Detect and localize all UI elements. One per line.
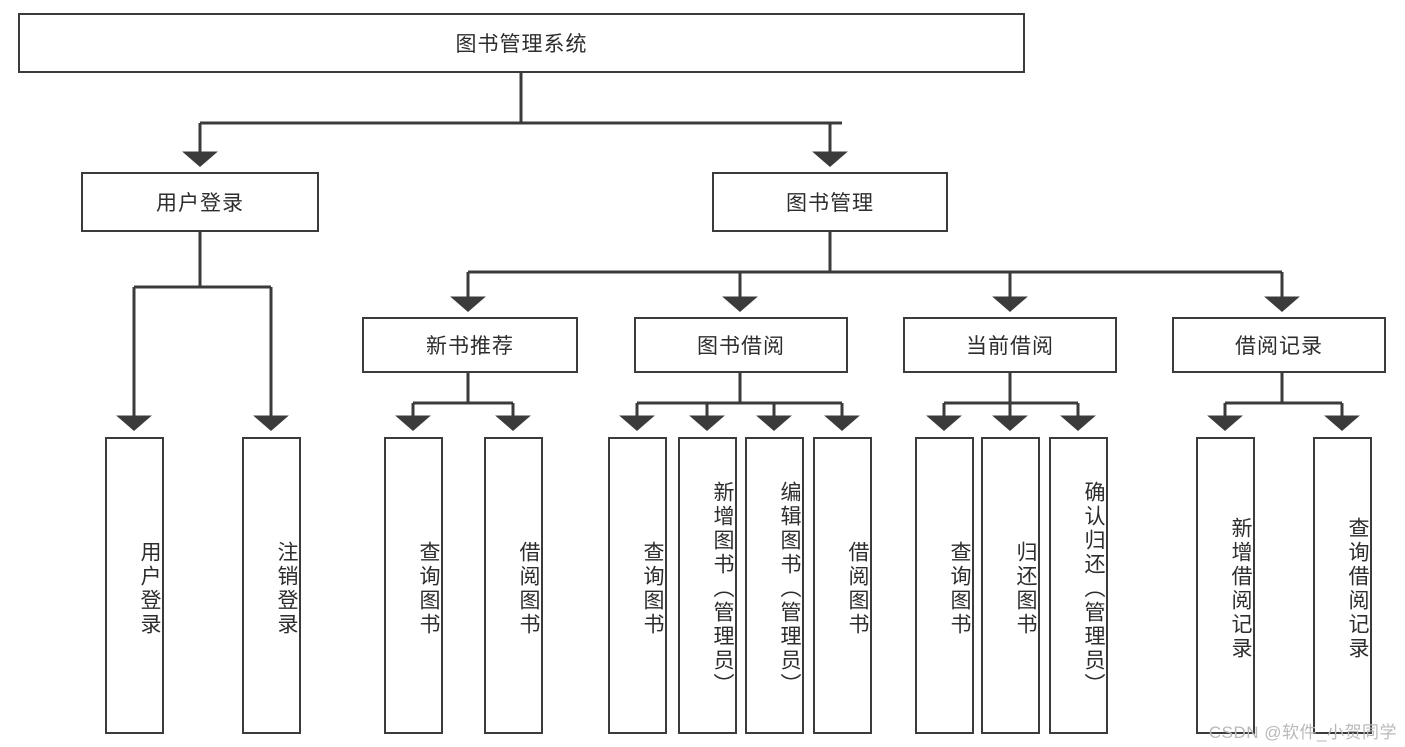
- leaf-query-book-label: 查询图书: [641, 540, 664, 637]
- leaf-query-borrow-record[interactable]: 查询借阅记录: [1313, 437, 1372, 734]
- node-borrow-records[interactable]: 借阅记录: [1172, 317, 1386, 373]
- leaf-user-login[interactable]: 用户登录: [105, 437, 164, 734]
- node-current-borrow-label: 当前借阅: [966, 335, 1054, 358]
- leaf-query-book[interactable]: 查询图书: [608, 437, 667, 734]
- leaf-logout[interactable]: 注销登录: [242, 437, 301, 734]
- node-current-borrow[interactable]: 当前借阅: [903, 317, 1117, 373]
- leaf-query-book-recommend-label: 查询图书: [417, 540, 440, 637]
- leaf-add-book-admin[interactable]: 新增图书（管理员）: [678, 437, 737, 734]
- leaf-query-book-current[interactable]: 查询图书: [915, 437, 974, 734]
- leaf-add-book-admin-label: 新增图书（管理员）: [711, 480, 734, 697]
- node-new-book-recommend-label: 新书推荐: [426, 335, 514, 358]
- leaf-logout-label: 注销登录: [275, 540, 298, 637]
- node-book-borrow[interactable]: 图书借阅: [634, 317, 848, 373]
- leaf-query-book-recommend[interactable]: 查询图书: [384, 437, 443, 734]
- leaf-borrow-book-label: 借阅图书: [846, 540, 869, 637]
- leaf-edit-book-admin-label: 编辑图书（管理员）: [778, 480, 801, 697]
- node-borrow-records-label: 借阅记录: [1235, 335, 1323, 358]
- leaf-edit-book-admin[interactable]: 编辑图书（管理员）: [745, 437, 804, 734]
- node-root[interactable]: 图书管理系统: [18, 13, 1025, 73]
- leaf-query-borrow-record-label: 查询借阅记录: [1346, 516, 1369, 661]
- leaf-return-book-label: 归还图书: [1014, 540, 1037, 637]
- leaf-confirm-return-admin-label: 确认归还（管理员）: [1082, 480, 1105, 697]
- leaf-user-login-label: 用户登录: [138, 540, 161, 637]
- leaf-add-borrow-record[interactable]: 新增借阅记录: [1196, 437, 1255, 734]
- leaf-borrow-book[interactable]: 借阅图书: [813, 437, 872, 734]
- node-book-borrow-label: 图书借阅: [697, 335, 785, 358]
- node-book-management[interactable]: 图书管理: [712, 172, 948, 232]
- leaf-borrow-book-recommend-label: 借阅图书: [517, 540, 540, 637]
- leaf-confirm-return-admin[interactable]: 确认归还（管理员）: [1049, 437, 1108, 734]
- leaf-add-borrow-record-label: 新增借阅记录: [1229, 516, 1252, 661]
- node-book-management-label: 图书管理: [786, 192, 874, 215]
- node-user-login[interactable]: 用户登录: [81, 172, 319, 232]
- watermark: CSDN @软件_小贺同学: [1208, 723, 1397, 742]
- leaf-query-book-current-label: 查询图书: [948, 540, 971, 637]
- node-user-login-label: 用户登录: [156, 192, 244, 215]
- leaf-return-book[interactable]: 归还图书: [981, 437, 1040, 734]
- leaf-borrow-book-recommend[interactable]: 借阅图书: [484, 437, 543, 734]
- node-new-book-recommend[interactable]: 新书推荐: [362, 317, 578, 373]
- node-root-label: 图书管理系统: [455, 33, 588, 56]
